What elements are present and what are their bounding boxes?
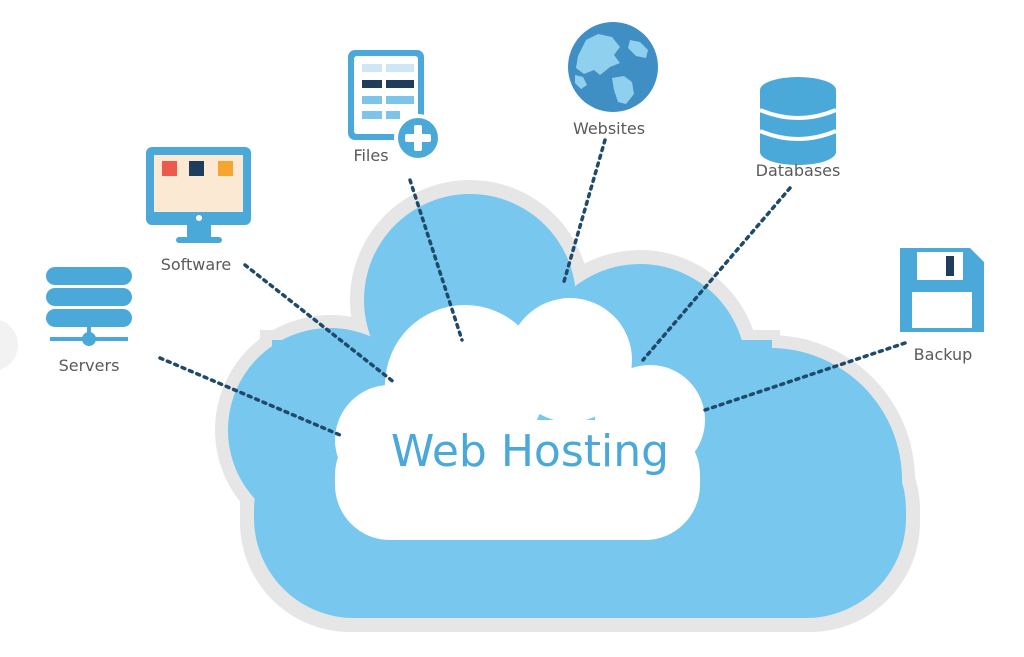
cloud-inner [335, 298, 705, 540]
node-label-files: Files [353, 146, 388, 165]
server-stack-icon [46, 267, 132, 346]
center-label: Web Hosting [391, 426, 669, 477]
node-label-software: Software [161, 255, 232, 274]
connector-backup [703, 341, 907, 412]
database-icon [759, 77, 837, 165]
connector-software [243, 263, 397, 385]
connectors [158, 138, 907, 437]
connector-files [408, 178, 464, 342]
node-label-websites: Websites [573, 119, 645, 138]
file-add-icon [348, 50, 442, 162]
node-label-backup: Backup [914, 345, 973, 364]
globe-icon [568, 22, 658, 112]
node-label-databases: Databases [756, 161, 841, 180]
node-label-servers: Servers [59, 356, 120, 375]
monitor-icon [146, 147, 251, 243]
connector-websites [561, 138, 607, 287]
connector-databases [641, 186, 792, 362]
floppy-disk-icon [900, 248, 984, 332]
connector-servers [158, 356, 342, 437]
edge-shadow [0, 320, 18, 370]
